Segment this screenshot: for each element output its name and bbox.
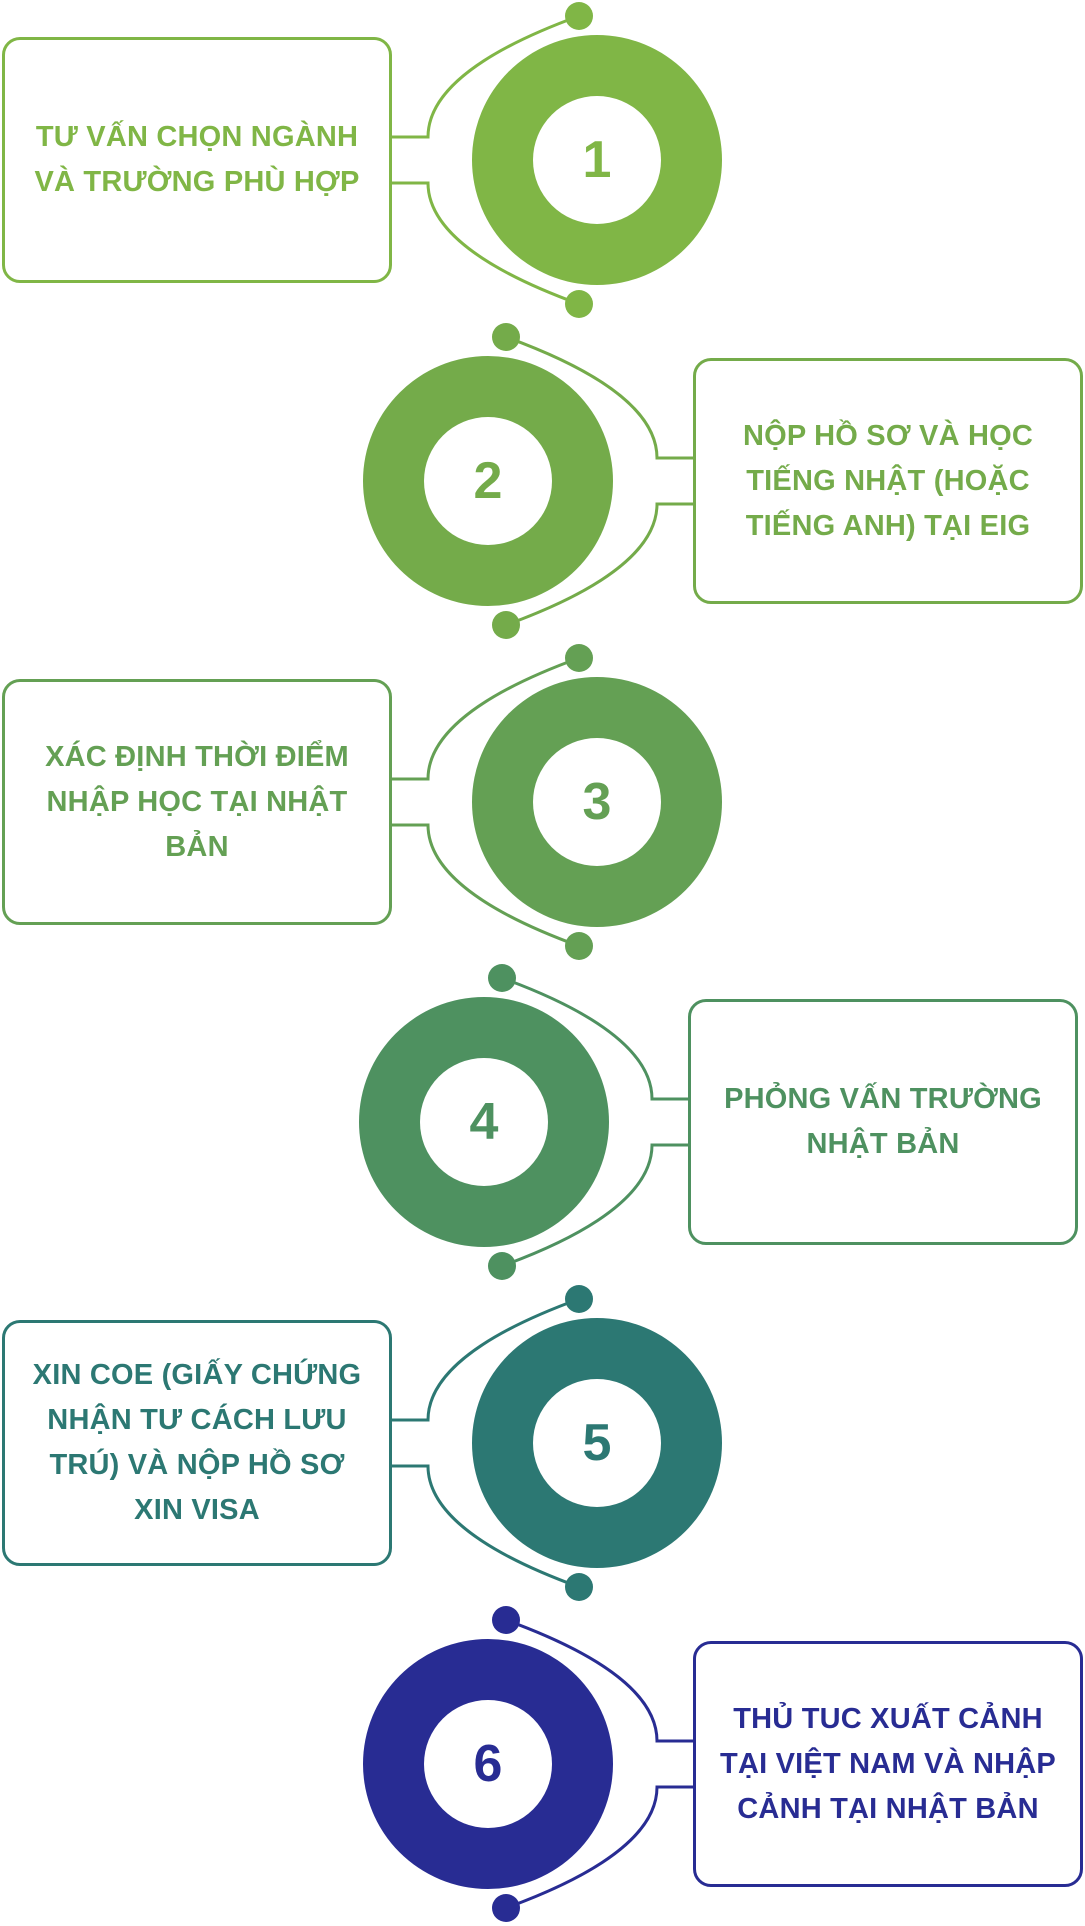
step-number: 6 <box>473 1735 503 1793</box>
connector-arc-top <box>392 14 580 139</box>
connector-dot-top <box>565 644 593 672</box>
step-connector <box>488 964 688 1280</box>
connector-arc-top <box>392 1297 580 1422</box>
connector-arc-bottom <box>505 1785 693 1910</box>
step-number-circle: 3 <box>472 677 722 927</box>
connector-arc-bottom <box>505 502 693 627</box>
step-text: PHỎNG VẤN TRƯỜNG NHẬT BẢN <box>724 1083 1042 1160</box>
step-number-circle: 2 <box>363 356 613 606</box>
step-card: PHỎNG VẤN TRƯỜNG NHẬT BẢN <box>688 999 1078 1245</box>
step-2: NỘP HỒ SƠ VÀ HỌC TIẾNG NHẬT (HOẶC TIẾNG … <box>0 321 1085 641</box>
step-connector <box>392 1285 593 1601</box>
connector-dot-bottom <box>565 1573 593 1601</box>
connector-dot-bottom <box>488 1252 516 1280</box>
connector-dot-top <box>492 1606 520 1634</box>
step-number-circle: 1 <box>472 35 722 285</box>
step-number: 4 <box>469 1093 499 1151</box>
connector-dot-top <box>565 2 593 30</box>
step-number-circle: 6 <box>363 1639 613 1889</box>
step-card: THỦ TUC XUẤT CẢNH TẠI VIỆT NAM VÀ NHẬP C… <box>693 1641 1083 1887</box>
step-number: 2 <box>473 452 503 510</box>
connector-arc-top <box>392 656 580 781</box>
connector-dot-top <box>488 964 516 992</box>
step-1: TƯ VẤN CHỌN NGÀNH VÀ TRƯỜNG PHÙ HỢP 1 <box>0 0 1085 320</box>
connector-dot-bottom <box>565 932 593 960</box>
step-text: NỘP HỒ SƠ VÀ HỌC TIẾNG NHẬT (HOẶC TIẾNG … <box>742 419 1034 542</box>
step-connector <box>492 323 693 639</box>
connector-dot-top <box>565 1285 593 1313</box>
connector-dot-top <box>492 323 520 351</box>
step-text: THỦ TUC XUẤT CẢNH TẠI VIỆT NAM VÀ NHẬP C… <box>720 1702 1056 1825</box>
step-5: XIN COE (GIẤY CHỨNG NHẬN TƯ CÁCH LƯU TRÚ… <box>0 1283 1085 1603</box>
step-6: THỦ TUC XUẤT CẢNH TẠI VIỆT NAM VÀ NHẬP C… <box>0 1604 1085 1924</box>
connector-arc-top <box>505 1618 693 1743</box>
connector-arc-bottom <box>392 823 580 948</box>
step-connector <box>392 2 593 318</box>
connector-dot-bottom <box>565 290 593 318</box>
connector-arc-top <box>501 976 688 1101</box>
step-text: XÁC ĐỊNH THỜI ĐIỂM NHẬP HỌC TẠI NHẬT BẢN <box>45 740 349 863</box>
step-connector <box>492 1606 693 1922</box>
connector-arc-bottom <box>392 181 580 306</box>
step-3: XÁC ĐỊNH THỜI ĐIỂM NHẬP HỌC TẠI NHẬT BẢN… <box>0 642 1085 962</box>
step-card: NỘP HỒ SƠ VÀ HỌC TIẾNG NHẬT (HOẶC TIẾNG … <box>693 358 1083 604</box>
connector-arc-top <box>505 335 693 460</box>
step-4: PHỎNG VẤN TRƯỜNG NHẬT BẢN 4 <box>0 962 1085 1282</box>
step-connector <box>392 644 593 960</box>
step-card: TƯ VẤN CHỌN NGÀNH VÀ TRƯỜNG PHÙ HỢP <box>2 37 392 283</box>
step-number: 1 <box>582 131 612 189</box>
step-card: XÁC ĐỊNH THỜI ĐIỂM NHẬP HỌC TẠI NHẬT BẢN <box>2 679 392 925</box>
connector-arc-bottom <box>501 1143 688 1268</box>
step-number: 3 <box>582 773 612 831</box>
step-number-circle: 5 <box>472 1318 722 1568</box>
step-text: TƯ VẤN CHỌN NGÀNH VÀ TRƯỜNG PHÙ HỢP <box>34 121 360 198</box>
step-card: XIN COE (GIẤY CHỨNG NHẬN TƯ CÁCH LƯU TRÚ… <box>2 1320 392 1566</box>
step-text: XIN COE (GIẤY CHỨNG NHẬN TƯ CÁCH LƯU TRÚ… <box>32 1359 362 1526</box>
step-number-circle: 4 <box>359 997 609 1247</box>
connector-dot-bottom <box>492 611 520 639</box>
connector-dot-bottom <box>492 1894 520 1922</box>
connector-arc-bottom <box>392 1464 580 1589</box>
step-number: 5 <box>582 1414 612 1472</box>
